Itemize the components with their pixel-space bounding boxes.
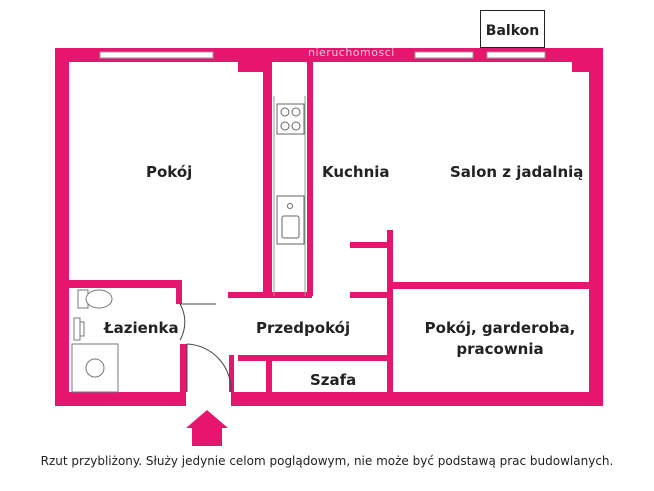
room-label-balkon: Balkon	[480, 10, 545, 48]
shower-icon	[71, 343, 119, 393]
watermark: nieruchomosci	[308, 46, 395, 59]
disclaimer-text: Rzut przybliżony. Służy jedynie celom po…	[40, 454, 614, 468]
room-label-szafa: Szafa	[310, 371, 357, 389]
entrance-arrow-icon	[186, 410, 228, 446]
room-label-pokoj: Pokój	[146, 163, 193, 181]
windows	[99, 51, 546, 59]
kitchen-counter	[273, 96, 306, 296]
room-label-pokoj-garderoba: Pokój, garderoba, pracownia	[420, 318, 580, 360]
wall-kitchen-bottom	[350, 292, 392, 298]
toilet-icon	[77, 289, 113, 309]
wall-lazienka-top	[69, 280, 181, 288]
wall-hall-top	[228, 292, 312, 298]
window-pokoj	[99, 51, 214, 59]
wall-nib-2	[572, 48, 603, 72]
wall-lazienka-right-upper	[176, 280, 182, 304]
window-salon-1	[414, 51, 474, 59]
room-label-pokoj-garderoba-line2: pracownia	[456, 340, 544, 358]
doors	[179, 303, 232, 393]
washbasin-icon	[73, 317, 85, 341]
wall-lazienka-right-lower	[180, 344, 187, 392]
room-label-lazienka: Łazienka	[104, 319, 179, 337]
wall-szafa-left	[266, 355, 272, 392]
wall-garderoba-top	[392, 282, 589, 289]
wall-szafa-top	[238, 355, 388, 361]
wall-garderoba-left	[387, 289, 393, 392]
room-label-przedpokoj: Przedpokój	[256, 319, 351, 337]
wall-pokoj-kuchnia	[263, 62, 272, 296]
kitchen-sink-icon	[276, 195, 305, 245]
wall-hall-left-stub	[229, 355, 234, 392]
door-entrance	[186, 343, 232, 393]
room-label-pokoj-garderoba-line1: Pokój, garderoba,	[424, 319, 576, 337]
wall-kitchen-right	[307, 62, 313, 296]
room-label-salon: Salon z jadalnią	[450, 163, 584, 181]
stove-icon	[276, 103, 305, 135]
wall-peninsula-h	[350, 242, 392, 248]
wall-right	[589, 48, 603, 406]
wall-bottom-left	[55, 392, 186, 406]
wall-bottom-right	[231, 392, 603, 406]
wall-nib-1	[238, 48, 264, 72]
door-bathroom	[179, 303, 216, 341]
wall-peninsula-v	[387, 230, 393, 298]
window-salon-2	[486, 51, 546, 59]
room-label-kuchnia: Kuchnia	[322, 163, 390, 181]
wall-left	[55, 48, 69, 406]
